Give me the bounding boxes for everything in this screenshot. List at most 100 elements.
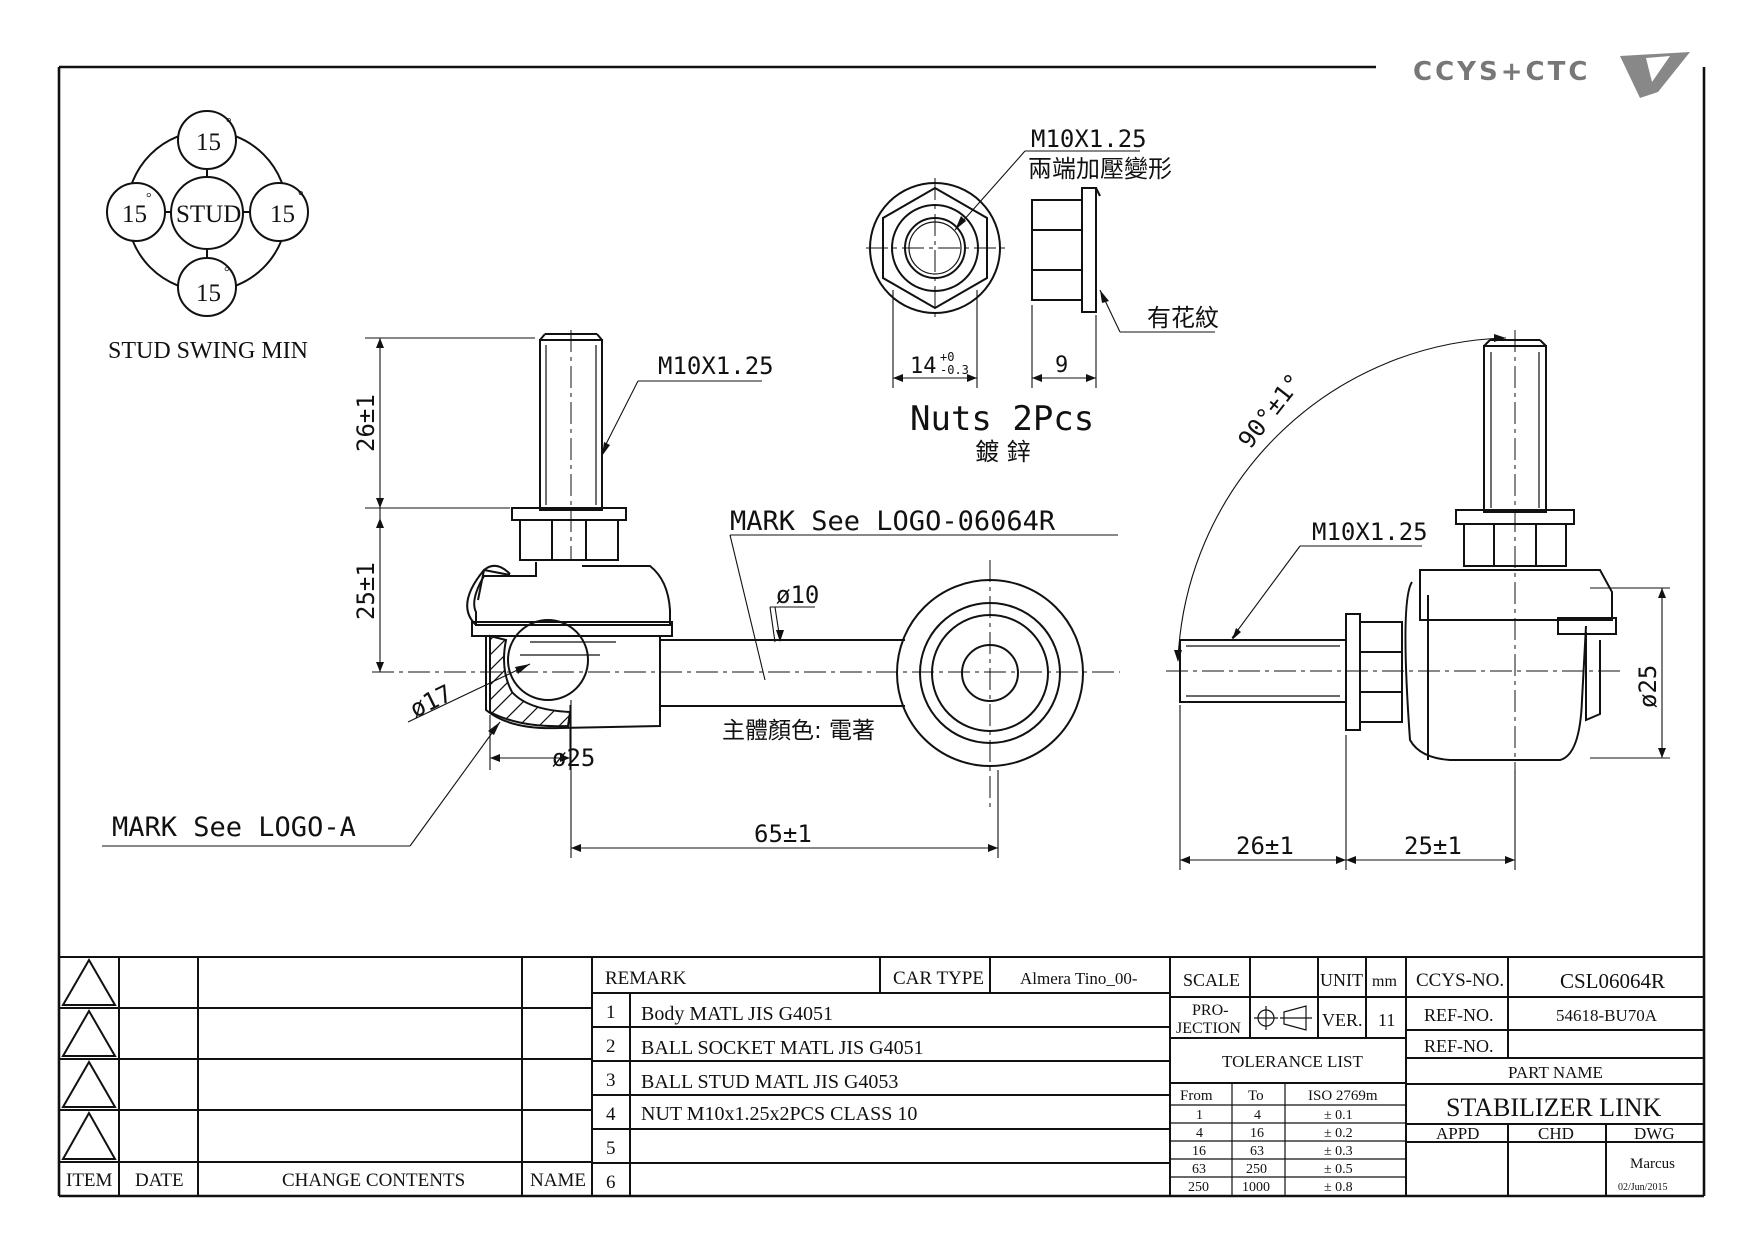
- swing-bottom: 15: [196, 280, 221, 307]
- ref-no-value: 54618-BU70A: [1556, 1006, 1658, 1025]
- tol-from: 4: [1196, 1126, 1203, 1141]
- nut-height-dim: 9: [1055, 353, 1068, 378]
- tol-iso-header: ISO 2769m: [1308, 1088, 1378, 1104]
- nut-detail-view: M10X1.25 兩端加壓變形 有花紋 14 +0 -0.3 9 Nuts 2P…: [866, 125, 1219, 466]
- remark-no: 1: [606, 1002, 616, 1023]
- front-rod-diameter: ø10: [776, 581, 819, 609]
- rev-change-header: CHANGE CONTENTS: [282, 1170, 465, 1191]
- tol-to: 63: [1250, 1144, 1264, 1159]
- rev-name-header: NAME: [530, 1170, 586, 1191]
- tol-value: ± 0.2: [1324, 1126, 1353, 1141]
- front-mark-logo-a: MARK See LOGO-A: [112, 812, 356, 843]
- company-logo: CCYS+CTC: [1413, 52, 1690, 98]
- front-thread-label: M10X1.25: [658, 352, 774, 380]
- appd-label: APPD: [1436, 1124, 1479, 1143]
- front-stud-length: 26±1: [352, 394, 380, 452]
- car-type-value: Almera Tino_00-: [1020, 969, 1138, 988]
- front-ball-diameter: ø17: [405, 679, 456, 723]
- ver-value: 11: [1378, 1010, 1395, 1030]
- dwg-name: Marcus: [1630, 1156, 1675, 1172]
- dwg-date: 02/Jun/2015: [1618, 1182, 1667, 1193]
- tol-value: ± 0.1: [1324, 1108, 1353, 1123]
- remark-text: BALL STUD MATL JIS G4053: [641, 1071, 898, 1093]
- nut-width-tol-lower: -0.3: [940, 363, 969, 377]
- projection-symbol-icon: [1254, 1005, 1312, 1031]
- tol-value: ± 0.5: [1324, 1162, 1353, 1177]
- ccys-no-value: CSL06064R: [1560, 969, 1665, 993]
- tol-to: 16: [1250, 1126, 1264, 1141]
- swing-center-label: STUD: [176, 201, 241, 228]
- remark-no: 3: [606, 1070, 616, 1091]
- nut-width-dim: 14: [910, 354, 937, 379]
- swing-top: 15: [196, 129, 221, 156]
- ref-no-label: REF-NO.: [1424, 1005, 1494, 1025]
- tol-from: 16: [1192, 1144, 1206, 1159]
- side-thread-label: M10X1.25: [1312, 518, 1428, 546]
- front-mark-logo: MARK See LOGO-06064R: [730, 506, 1056, 537]
- remark-no: 5: [606, 1138, 616, 1159]
- tol-from: 63: [1192, 1162, 1206, 1177]
- front-socket-diameter: ø25: [552, 744, 595, 772]
- tol-from: 250: [1188, 1180, 1209, 1195]
- remark-list: 1 Body MATL JIS G4051 2 BALL SOCKET MATL…: [606, 1002, 924, 1193]
- nut-deform-note: 兩端加壓變形: [1028, 155, 1172, 183]
- front-body-height: 25±1: [352, 562, 380, 620]
- remark-text: BALL SOCKET MATL JIS G4051: [641, 1037, 924, 1059]
- projection-label-1: PRO-: [1192, 1002, 1228, 1019]
- remark-label: REMARK: [605, 968, 687, 989]
- ver-label: VER.: [1322, 1010, 1363, 1030]
- swing-right: 15: [270, 201, 295, 228]
- projection-label-2: JECTION: [1176, 1020, 1241, 1037]
- front-body-color: 主體顏色: 電著: [722, 718, 875, 744]
- remark-no: 2: [606, 1036, 616, 1057]
- dwg-label: DWG: [1634, 1124, 1675, 1143]
- nut-knurl-note: 有花紋: [1147, 304, 1219, 332]
- side-angle: 90°±1°: [1233, 368, 1308, 454]
- remark-text: NUT M10x1.25x2PCS CLASS 10: [641, 1103, 917, 1125]
- tolerance-table: 1 4 ± 0.1 4 16 ± 0.2 16 63 ± 0.3 63 250 …: [1188, 1108, 1353, 1195]
- unit-value: mm: [1372, 973, 1397, 990]
- tol-value: ± 0.8: [1324, 1180, 1353, 1195]
- side-diameter: ø25: [1634, 665, 1662, 708]
- logo-text: CCYS+CTC: [1413, 57, 1590, 87]
- front-view: 26±1 25±1 M10X1.25 MARK See LOGO-06064R …: [102, 330, 1120, 858]
- side-view: 90°±1° M10X1.25 ø25 26±1 25±1: [1166, 330, 1670, 870]
- swing-left: 15: [122, 201, 147, 228]
- side-stud-length: 26±1: [1236, 832, 1294, 860]
- stud-swing-diagram: 15 ° 15 ° 15 ° 15 ° STUD STUD SWING MIN: [106, 110, 309, 364]
- remark-no: 6: [606, 1172, 616, 1193]
- nut-width-tol-upper: +0: [940, 350, 954, 364]
- title-block: ITEM DATE CHANGE CONTENTS NAME REMARK CA…: [59, 956, 1704, 1196]
- part-name-value: STABILIZER LINK: [1446, 1093, 1661, 1122]
- ccys-no-label: CCYS-NO.: [1416, 970, 1504, 991]
- front-center-distance: 65±1: [754, 820, 812, 848]
- tolerance-label: TOLERANCE LIST: [1222, 1052, 1363, 1071]
- side-body-height: 25±1: [1404, 832, 1462, 860]
- car-type-label: CAR TYPE: [893, 968, 984, 989]
- remark-no: 4: [606, 1104, 616, 1125]
- part-name-label: PART NAME: [1508, 1063, 1603, 1082]
- nuts-title: Nuts 2Pcs: [910, 399, 1094, 439]
- swing-right-deg: °: [298, 189, 304, 204]
- tol-value: ± 0.3: [1324, 1144, 1353, 1159]
- unit-label: UNIT: [1320, 970, 1363, 990]
- nuts-plating: 鍍 鋅: [975, 438, 1031, 466]
- tol-from: 1: [1196, 1108, 1203, 1123]
- tol-to: 4: [1254, 1108, 1261, 1123]
- nut-thread-label: M10X1.25: [1031, 125, 1147, 153]
- remark-text: Body MATL JIS G4051: [641, 1003, 833, 1025]
- swing-top-deg: °: [226, 116, 232, 131]
- chd-label: CHD: [1538, 1124, 1574, 1143]
- swing-bottom-deg: °: [224, 265, 230, 280]
- tol-from-header: From: [1180, 1088, 1213, 1104]
- scale-label: SCALE: [1183, 970, 1240, 990]
- rev-item-header: ITEM: [66, 1170, 113, 1191]
- ref-no-label-2: REF-NO.: [1424, 1036, 1494, 1056]
- rev-date-header: DATE: [135, 1170, 184, 1191]
- stud-swing-caption: STUD SWING MIN: [108, 338, 308, 364]
- tol-to: 250: [1246, 1162, 1267, 1177]
- tol-to-header: To: [1248, 1088, 1264, 1104]
- tol-to: 1000: [1242, 1180, 1270, 1195]
- swing-left-deg: °: [146, 191, 152, 206]
